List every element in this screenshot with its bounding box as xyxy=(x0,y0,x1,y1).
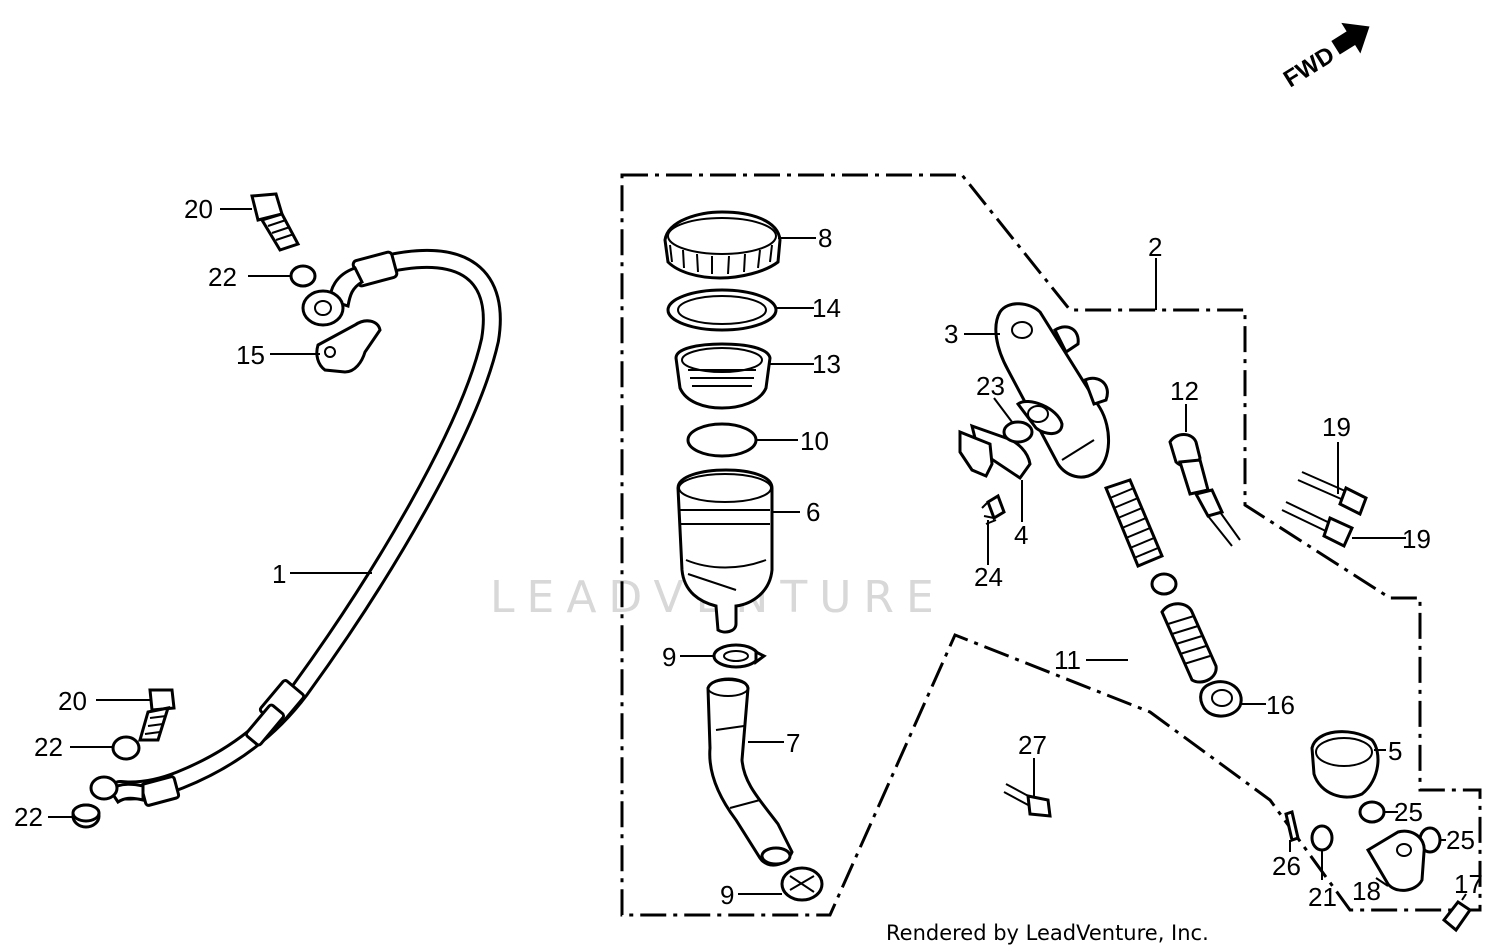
callout-22: 22 xyxy=(14,802,43,832)
callout-18: 18 xyxy=(1352,876,1381,906)
cotter-pin-26 xyxy=(1284,810,1300,842)
brake-hose xyxy=(89,248,502,807)
bolt-20-lower xyxy=(138,688,176,742)
callout-7: 7 xyxy=(786,728,800,758)
callout-23: 23 xyxy=(976,371,1005,401)
fwd-arrow: FWD xyxy=(1279,22,1370,93)
reservoir-cap-8 xyxy=(663,210,782,280)
callout-25: 25 xyxy=(1446,825,1475,855)
washer-22-upper xyxy=(289,264,317,288)
callout-22: 22 xyxy=(34,732,63,762)
diaphragm-plate-14 xyxy=(666,288,778,332)
diaphragm-13 xyxy=(674,342,772,410)
spring-11 xyxy=(1104,478,1178,596)
assembly-outline xyxy=(620,173,1482,917)
callout-24: 24 xyxy=(974,562,1003,592)
callout-22: 22 xyxy=(208,262,237,292)
hose-clip-9-upper xyxy=(712,643,767,669)
callout-15: 15 xyxy=(236,340,265,370)
callout-6: 6 xyxy=(806,497,820,527)
callout-19: 19 xyxy=(1402,524,1431,554)
bolt-27 xyxy=(1003,783,1052,818)
callout-19: 19 xyxy=(1322,412,1351,442)
callout-10: 10 xyxy=(800,426,829,456)
hose-clip-9-lower xyxy=(780,866,824,902)
bolt-19-lower xyxy=(1281,501,1354,549)
fwd-arrow-icon xyxy=(1331,22,1370,55)
piston-11 xyxy=(1160,602,1218,684)
screw-24 xyxy=(981,493,1006,525)
callout-16: 16 xyxy=(1266,690,1295,720)
callout-26: 26 xyxy=(1272,851,1301,881)
pin-17 xyxy=(1441,899,1473,933)
reservoir-hose-7 xyxy=(706,677,794,867)
callout-20: 20 xyxy=(58,686,87,716)
callout-1: 1 xyxy=(272,559,286,589)
push-rod-12 xyxy=(1168,433,1241,547)
callout-3: 3 xyxy=(944,319,958,349)
callout-27: 27 xyxy=(1018,730,1047,760)
master-cylinder-3 xyxy=(994,302,1111,479)
callout-9: 9 xyxy=(720,880,734,910)
o-ring-23 xyxy=(1002,420,1034,444)
callouts: 20 22 15 1 20 22 22 8 14 13 10 6 9 7 9 2… xyxy=(14,194,1483,912)
fwd-label: FWD xyxy=(1279,41,1340,93)
callout-2: 2 xyxy=(1148,232,1162,262)
nut-25-upper xyxy=(1358,800,1386,824)
washer-22-mid xyxy=(111,735,141,761)
callout-21: 21 xyxy=(1308,882,1337,912)
callout-12: 12 xyxy=(1170,376,1199,406)
o-ring-10 xyxy=(686,422,758,458)
callout-20: 20 xyxy=(184,194,213,224)
callout-9: 9 xyxy=(662,642,676,672)
callout-14: 14 xyxy=(812,293,841,323)
callout-5: 5 xyxy=(1388,736,1402,766)
callout-25: 25 xyxy=(1394,797,1423,827)
callout-11: 11 xyxy=(1054,645,1081,675)
bracket-15 xyxy=(315,319,382,374)
boot-5 xyxy=(1310,730,1380,799)
circlip-16 xyxy=(1199,680,1243,718)
callout-8: 8 xyxy=(818,223,832,253)
callout-17: 17 xyxy=(1454,869,1483,899)
bolt-19-upper xyxy=(1297,471,1368,517)
reservoir-6 xyxy=(676,468,774,634)
leader-lines xyxy=(48,208,1467,901)
clevis-18 xyxy=(1365,829,1426,892)
bolt-20-upper xyxy=(250,192,301,252)
callout-13: 13 xyxy=(812,349,841,379)
washer-21 xyxy=(1310,824,1334,852)
footer-credit: Rendered by LeadVenture, Inc. xyxy=(886,921,1209,945)
callout-4: 4 xyxy=(1014,520,1028,550)
